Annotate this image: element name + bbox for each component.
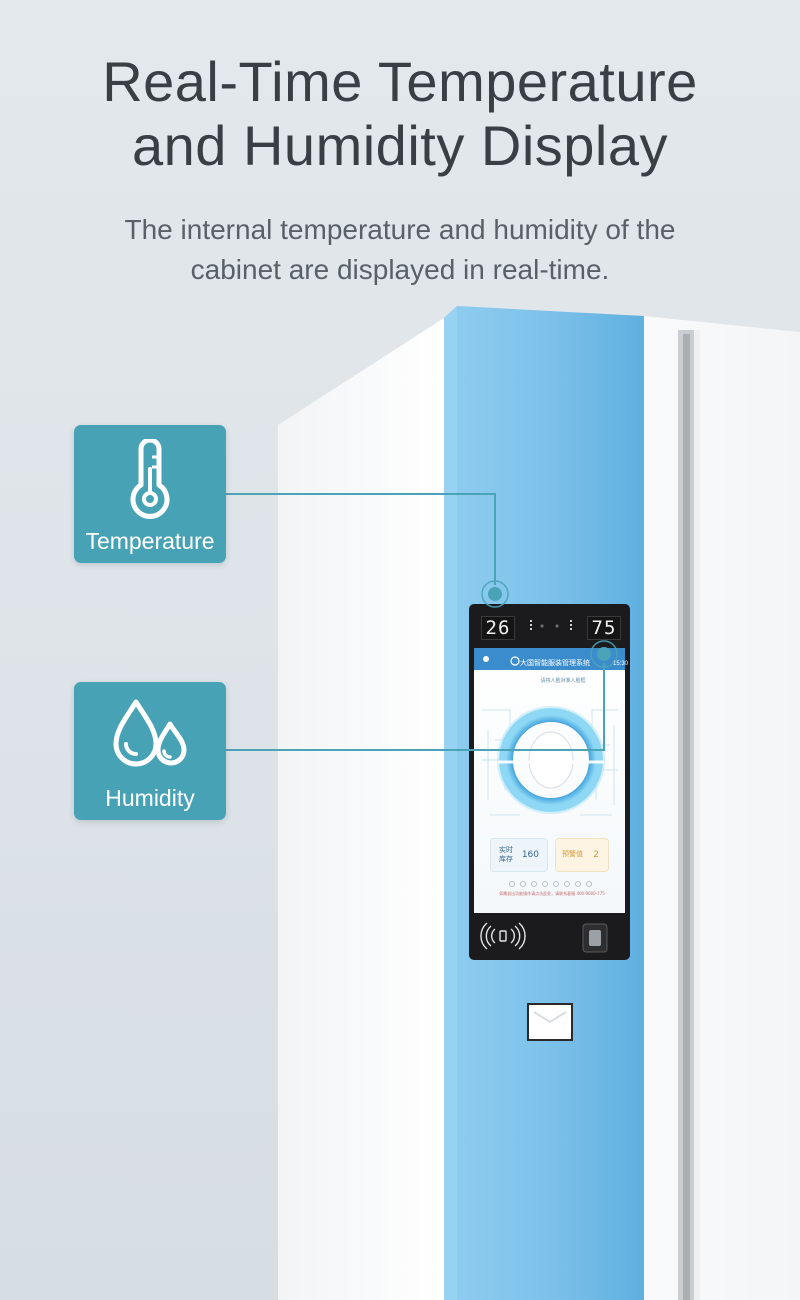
inventory-stat-card[interactable]: 实时库存 160 [490,838,548,872]
user-icon [483,656,489,662]
temperature-leader-horizontal [226,493,495,495]
face-scan-prompt: 请将人脸对准人脸框 [540,678,586,684]
page-title-line-1: Real-Time Temperature [102,50,698,113]
page-subtitle-line-1: The internal temperature and humidity of… [124,214,676,245]
cabinet-door-handle [683,334,690,1300]
cabinet-door [644,316,800,1300]
warning-label: 预警值 [562,850,583,858]
temperature-feature-card: Temperature [74,425,226,563]
panel-indicator-dots [530,620,572,630]
cabinet-door-edge [694,330,700,1300]
fingerprint-icon [582,923,608,953]
humidity-marker [597,647,611,661]
app-logo-icon [510,656,520,666]
screen-icon-row [509,881,592,887]
water-drops-icon [113,699,187,767]
screen-footer-note: 如需退出功能操作请点击此处，请联系客服 400-9600-775 [499,891,605,896]
face-outline [528,731,574,789]
humidity-feature-card: Humidity [74,682,226,820]
thermometer-icon [130,439,170,519]
temperature-marker [488,587,502,601]
page-title-line-2: and Humidity Display [132,114,668,177]
screen-header-bar [474,648,625,670]
inventory-label: 实时库存 [499,846,513,863]
face-scan-glow [497,706,605,814]
cabinet-column-edge [444,306,457,1300]
warning-value: 2 [593,850,599,860]
screen-app-title: 大国智能服装管理系统 [520,659,590,667]
humidity-leader-horizontal [226,749,604,751]
humidity-leader-vertical [603,663,605,751]
screen-time: 15:30 [612,661,628,667]
temperature-card-label: Temperature [85,528,215,554]
face-scan-ring [499,708,603,812]
temperature-leader-vertical [494,493,496,585]
warning-stat-card[interactable]: 预警值 2 [555,838,609,872]
inventory-value: 160 [521,850,539,860]
nfc-icon [480,922,526,950]
page-subtitle-line-2: cabinet are displayed in real-time. [190,254,610,285]
card-reader-mark [533,1011,567,1024]
humidity-card-label: Humidity [105,785,195,811]
page-subtitle: The internal temperature and humidity of… [0,210,800,290]
page-title: Real-Time Temperature and Humidity Displ… [0,50,800,178]
cabinet-side-panel [278,318,444,1300]
humidity-readout: 75 [587,616,621,640]
temperature-readout: 26 [481,616,515,640]
